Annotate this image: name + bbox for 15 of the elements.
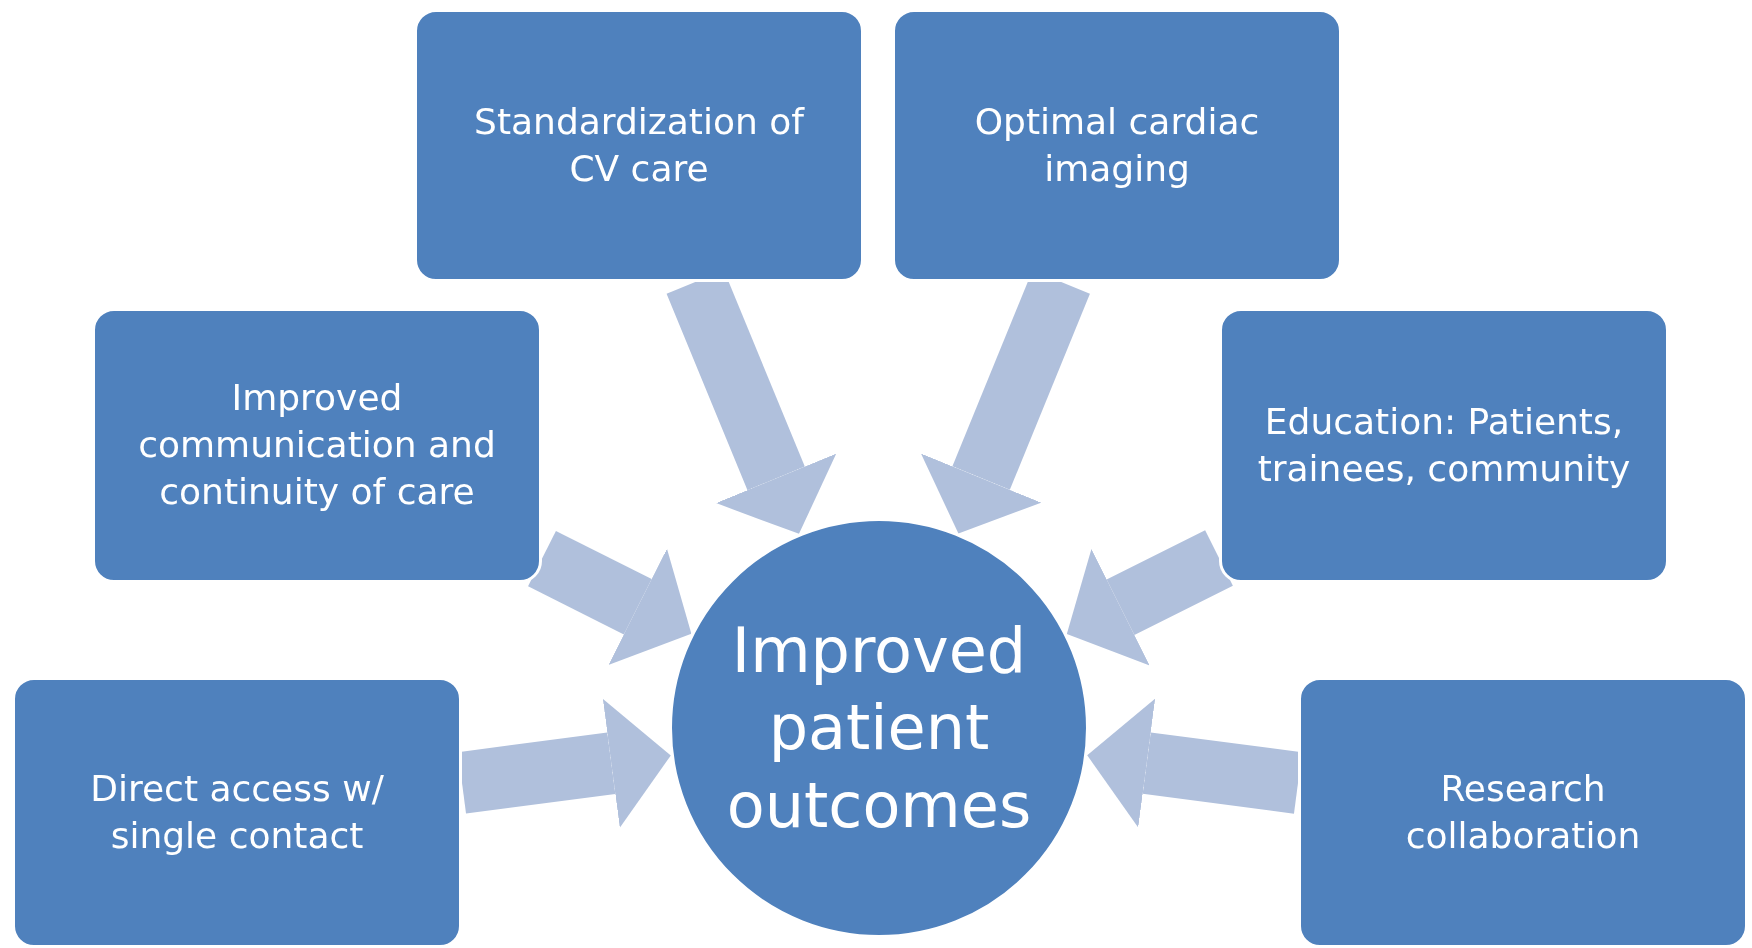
block-arrow [1066, 530, 1233, 666]
process-box [414, 9, 864, 282]
node-label: Direct access w/ single contact [89, 766, 385, 858]
process-box [892, 9, 1342, 282]
node-label: Research collaboration [1404, 766, 1642, 858]
process-box [1219, 308, 1669, 583]
node-label: Standardization of CV care [473, 99, 806, 191]
node-label: Improved patient outcomes [725, 612, 1033, 844]
process-box [92, 308, 542, 583]
node-label: Optimal cardiac imaging [973, 99, 1261, 191]
node-label: Education: Patients, trainees, community [1256, 399, 1632, 491]
block-arrow [528, 530, 692, 665]
node-label: Improved communication and continuity of care [137, 376, 497, 514]
process-box [12, 677, 462, 948]
process-box [1298, 677, 1748, 948]
